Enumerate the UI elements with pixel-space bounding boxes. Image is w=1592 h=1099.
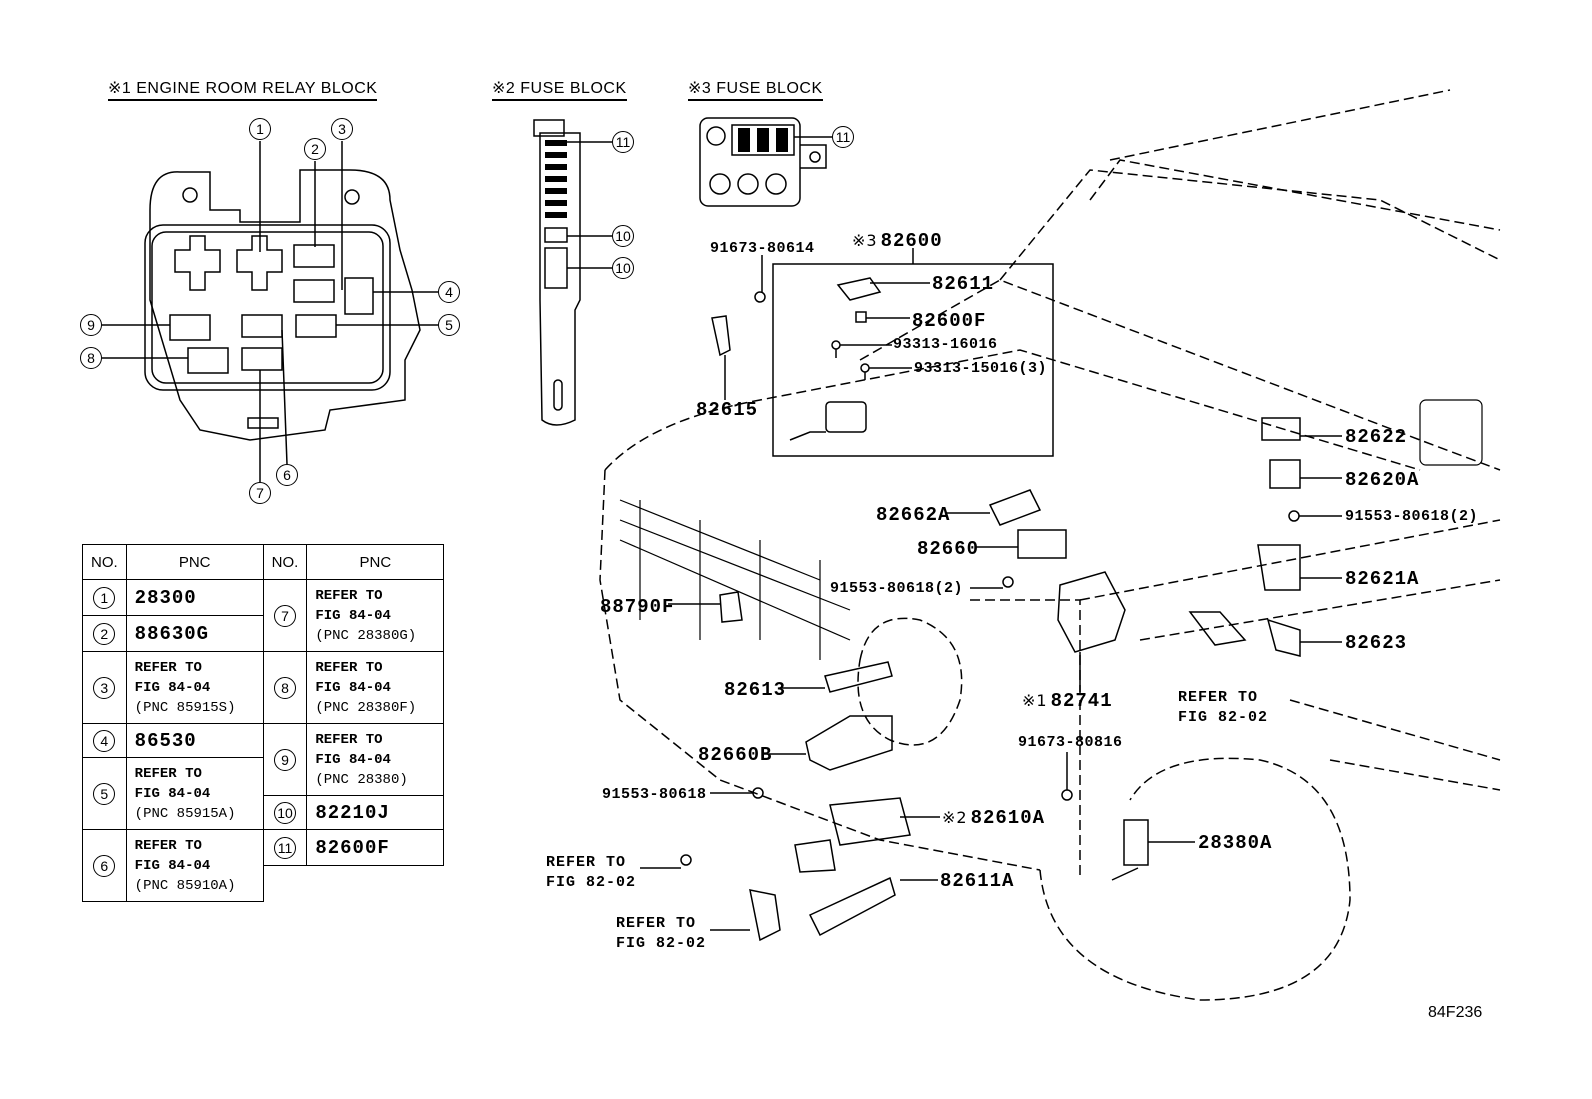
callout-10-fuse2-b[interactable]: 10: [612, 257, 634, 279]
part-82621A[interactable]: 82621A: [1345, 568, 1420, 590]
part-91673-80614[interactable]: 91673-80614: [710, 240, 815, 257]
part-28380A[interactable]: 28380A: [1198, 832, 1273, 854]
part-shapes: [680, 277, 1301, 942]
part-82600F[interactable]: 82600F: [912, 310, 987, 332]
part-82662A[interactable]: 82662A: [876, 504, 951, 526]
part-82660B[interactable]: 82660B: [698, 744, 773, 766]
part-82623[interactable]: 82623: [1345, 632, 1408, 654]
part-82611A[interactable]: 82611A: [940, 870, 1015, 892]
table-row: 2 88630G: [82, 615, 444, 652]
callout-11-fuse3[interactable]: 11: [832, 126, 854, 148]
row-number: 6: [93, 854, 116, 877]
callout-6[interactable]: 6: [276, 464, 298, 486]
callout-11-fuse2[interactable]: 11: [612, 131, 634, 153]
engine-room-relay-block-drawing: [102, 141, 438, 482]
pnc-value: 86530: [125, 723, 264, 758]
fuse-block-3-title: ※3 FUSE BLOCK: [688, 78, 823, 101]
part-82611[interactable]: 82611: [932, 273, 995, 295]
note-mark: ※1: [1022, 691, 1048, 710]
row-number: 2: [93, 622, 116, 645]
row-number: 5: [93, 782, 116, 805]
figure-number: 84F236: [1428, 1004, 1483, 1021]
callout-2[interactable]: 2: [304, 138, 326, 160]
part-82620A[interactable]: 82620A: [1345, 469, 1420, 491]
part-82613[interactable]: 82613: [724, 679, 787, 701]
callout-5[interactable]: 5: [438, 314, 460, 336]
fuse-block-2-title: ※2 FUSE BLOCK: [492, 78, 627, 101]
relay-block-title: ※1 ENGINE ROOM RELAY BLOCK: [108, 78, 378, 101]
part-91553-80618-left[interactable]: 91553-80618: [602, 786, 707, 803]
part-91553-80618-center[interactable]: 91553-80618(2): [830, 580, 964, 597]
pnc-value: 88630G: [125, 615, 264, 652]
callout-10-fuse2-a[interactable]: 10: [612, 225, 634, 247]
row-number: 9: [274, 748, 296, 771]
callout-7[interactable]: 7: [249, 482, 271, 504]
pnc-value: 82210J: [306, 795, 445, 830]
row-number: 7: [274, 604, 296, 627]
table-header-row: NO. PNC NO. PNC: [82, 544, 445, 580]
note-mark: ※2: [942, 808, 968, 827]
part-88790F[interactable]: 88790F: [600, 596, 675, 618]
vehicle-body-outline: [599, 89, 1501, 1001]
part-93313-16016[interactable]: 93313-16016: [893, 336, 998, 353]
pnc-value: 28300: [125, 579, 264, 616]
header-pnc-right: PNC: [306, 544, 445, 580]
pnc-value: 82600F: [306, 829, 445, 866]
row-number: 4: [93, 729, 116, 752]
callout-1[interactable]: 1: [249, 118, 271, 140]
row-number: 3: [93, 676, 116, 699]
part-82615[interactable]: 82615: [696, 399, 759, 421]
header-no-left: NO.: [82, 544, 127, 580]
fuse-block-2-drawing: [533, 119, 612, 426]
part-91553-80618-right[interactable]: 91553-80618(2): [1345, 508, 1479, 525]
callout-4[interactable]: 4: [438, 281, 460, 303]
leader-lines: [640, 255, 1342, 931]
callout-9[interactable]: 9: [80, 314, 102, 336]
header-no-right: NO.: [262, 544, 308, 580]
part-91673-80816[interactable]: 91673-80816: [1018, 734, 1123, 751]
callout-3[interactable]: 3: [331, 118, 353, 140]
row-number: 1: [93, 586, 116, 609]
note-mark: ※3: [852, 231, 878, 250]
part-82660[interactable]: 82660: [917, 538, 980, 560]
row-number: 8: [274, 676, 296, 699]
header-pnc-left: PNC: [125, 544, 264, 580]
row-number: 10: [274, 801, 296, 824]
table-row: 10 82210J: [83, 795, 445, 830]
part-93313-15016[interactable]: 93313-15016(3): [914, 360, 1048, 377]
callout-8[interactable]: 8: [80, 347, 102, 369]
part-82622[interactable]: 82622: [1345, 426, 1408, 448]
row-number: 11: [274, 836, 296, 859]
fuse-block-3-drawing: [699, 117, 832, 207]
